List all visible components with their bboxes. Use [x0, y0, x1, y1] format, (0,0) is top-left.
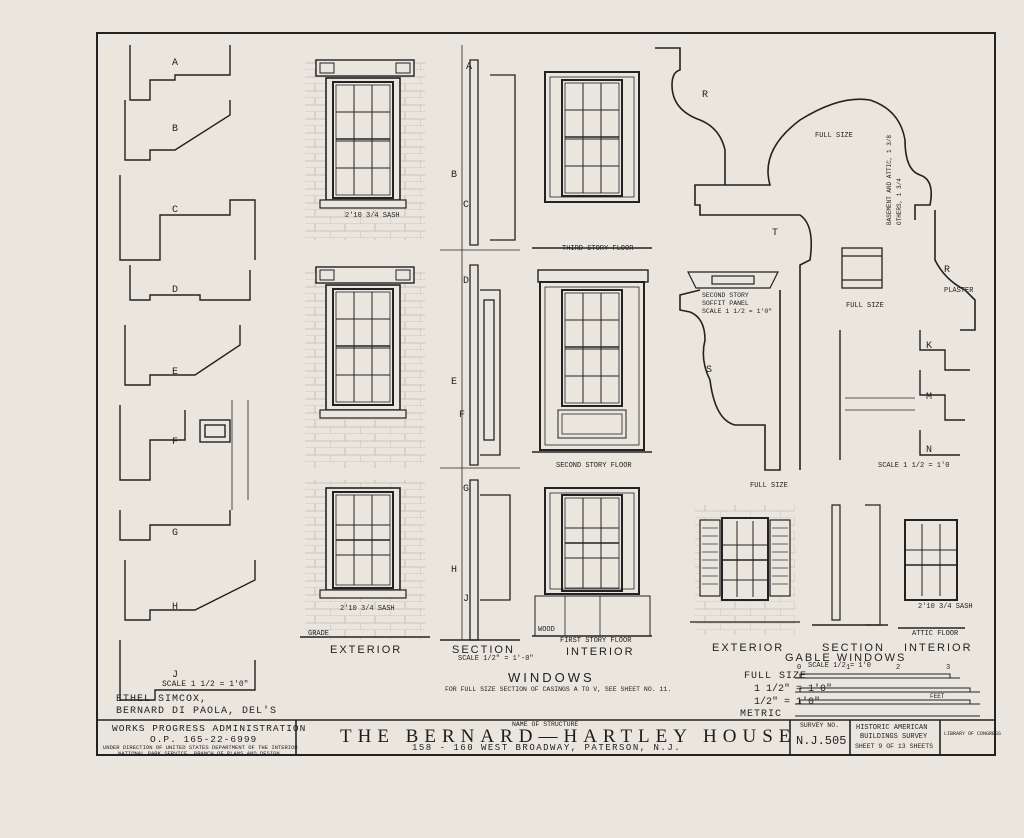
caption-exterior: EXTERIOR — [330, 644, 403, 656]
wpa-line-3: UNDER DIRECTION OF UNITED STATES DEPARTM… — [103, 744, 298, 751]
soffit-panel — [687, 271, 779, 289]
label-a-mid: A — [466, 62, 473, 73]
label-j-mid: J — [463, 594, 470, 605]
full-size-note-3: FULL SIZE — [846, 302, 884, 310]
caption-gable-interior: INTERIOR — [904, 642, 973, 654]
windows-note: FOR FULL SIZE SECTION OF CASINGS A TO V,… — [445, 686, 672, 693]
label-e-mid: E — [451, 377, 458, 388]
survey-no-label: SURVEY NO. — [800, 722, 840, 729]
label-j: J — [172, 670, 179, 681]
third-story-floor: THIRD STORY FLOOR — [562, 245, 634, 253]
label-b-mid: B — [451, 170, 458, 181]
delineator-2: BERNARD DI PAOLA, DEL'S — [116, 706, 278, 717]
scale-tick-2: 2 — [896, 664, 901, 672]
grade-note: GRADE — [308, 630, 330, 638]
habs-line-2: BUILDINGS SURVEY — [860, 733, 928, 741]
scale-row-0-5: 1/2" = 1'0" — [754, 697, 821, 708]
full-size-profiles — [655, 47, 976, 471]
profile-p-detail — [841, 247, 883, 289]
wpa-line-4: NATIONAL PARK SERVICE, BRANCH OF PLANS A… — [118, 750, 280, 757]
scale-row-1-5: 1 1/2" = 1'0" — [754, 684, 833, 695]
wood-note: WOOD — [538, 626, 555, 634]
second-story-floor: SECOND STORY FLOOR — [556, 462, 632, 470]
label-h-mid: H — [451, 565, 458, 576]
survey-no: N.J.505 — [796, 734, 847, 748]
sash-dim-2: 2'10 3/4 SASH — [340, 605, 395, 613]
scale-tick-3: 3 — [946, 664, 951, 672]
label-f: F — [172, 437, 179, 448]
label-c: C — [172, 205, 179, 216]
habs-line-1: HISTORIC AMERICAN — [856, 724, 928, 732]
windows-title: WINDOWS — [508, 670, 595, 685]
label-d-mid: D — [463, 276, 470, 287]
caption-interior: INTERIOR — [566, 646, 635, 658]
label-b: B — [172, 124, 179, 135]
label-c-mid: C — [463, 200, 470, 211]
casing-profiles — [119, 45, 256, 701]
gable-windows — [690, 504, 965, 635]
attic-note: BASEMENT AND ATTIC, 1 3/8 — [886, 134, 893, 225]
label-n: N — [926, 445, 933, 456]
label-r-2: R — [944, 265, 951, 276]
scale-feet: FEET — [930, 693, 945, 700]
sash-section-kmn — [839, 330, 970, 460]
sash-dim-3: 2'10 3/4 SASH — [918, 603, 973, 611]
label-m: M — [926, 392, 933, 403]
caption-section: SECTION — [452, 644, 515, 656]
scale-row-metric: METRIC — [740, 709, 783, 720]
section-scale: SCALE 1/2" = 1'-0" — [458, 655, 534, 663]
soffit-note-1: SECOND STORY — [702, 292, 749, 299]
attic-note-2: OTHERS, 1 3/4 — [896, 178, 903, 225]
structure-name: THE BERNARD—HARTLEY HOUSE — [340, 726, 797, 747]
soffit-note-3: SCALE 1 1/2 = 1'0" — [702, 308, 773, 315]
label-t: T — [772, 228, 779, 239]
wpa-line-1: WORKS PROGRESS ADMINISTRATION — [112, 723, 307, 734]
left-scale: SCALE 1 1/2 = 1'0" — [162, 680, 249, 689]
scale-tick-0: 0 — [797, 664, 802, 672]
label-k: K — [926, 341, 933, 352]
soffit-note-2: SOFFIT PANEL — [702, 300, 749, 307]
full-size-note: FULL SIZE — [815, 132, 853, 140]
caption-gable-windows: GABLE WINDOWS — [785, 652, 907, 664]
title-block-frame — [97, 719, 995, 755]
label-g: G — [172, 528, 179, 539]
wpa-line-2: O.P. 165-22-6999 — [150, 734, 258, 745]
attic-floor: ATTIC FLOOR — [912, 630, 959, 638]
structure-address: 158 - 160 WEST BROADWAY, PATERSON, N.J. — [412, 743, 682, 753]
scale-right: SCALE 1 1/2 = 1'0 — [878, 462, 950, 470]
window-section — [440, 45, 520, 641]
full-size-note-2: FULL SIZE — [750, 482, 788, 490]
label-d: D — [172, 285, 179, 296]
gable-scale: SCALE 1/2 = 1'0 — [808, 662, 872, 670]
caption-gable-section: SECTION — [822, 642, 885, 654]
label-e: E — [172, 367, 179, 378]
label-a: A — [172, 58, 179, 69]
label-s: S — [706, 365, 713, 376]
sheet-of: SHEET 9 OF 13 SHEETS — [855, 743, 934, 750]
label-f-mid: F — [459, 410, 466, 421]
label-h: H — [172, 602, 179, 613]
sash-dim-1: 2'10 3/4 SASH — [345, 212, 400, 220]
library-note: LIBRARY OF CONGRESS — [944, 731, 1002, 737]
graphic-scale — [795, 673, 980, 717]
name-of-structure-label: NAME OF STRUCTURE — [512, 721, 579, 728]
label-g-mid: G — [463, 484, 470, 495]
exterior-elevation — [300, 59, 430, 640]
interior-elevation — [532, 71, 652, 637]
scale-tick-1: 1 — [846, 664, 851, 672]
label-r-1: R — [702, 90, 709, 101]
caption-gable-exterior: EXTERIOR — [712, 642, 785, 654]
plaster-note: PLASTER — [944, 287, 974, 295]
scale-row-full: FULL SIZE — [744, 671, 808, 682]
first-story-floor: FIRST STORY FLOOR — [560, 637, 632, 645]
delineator-1: ETHEL SIMCOX, — [116, 694, 208, 705]
